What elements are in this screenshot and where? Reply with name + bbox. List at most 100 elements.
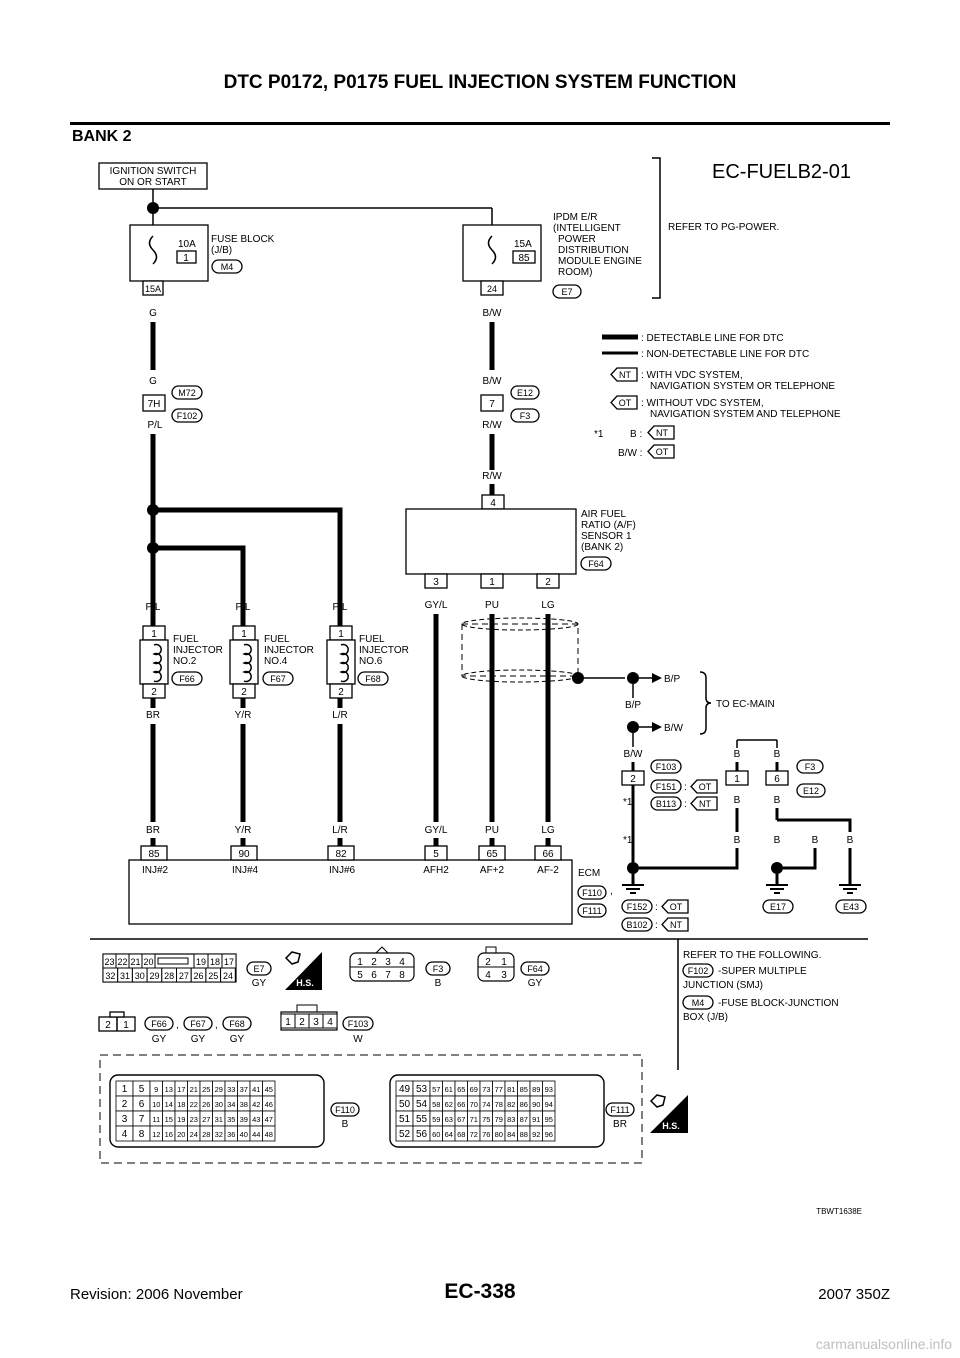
connector-pin: 83 — [507, 1115, 515, 1124]
connector-pin: 29 — [215, 1085, 223, 1094]
connector-pin: 6 — [139, 1099, 145, 1110]
af-label-2: SENSOR 1 — [581, 531, 632, 542]
inj4-name-2: NO.4 — [264, 656, 288, 667]
af-pin-top: 4 — [490, 498, 496, 509]
ecm-box — [128, 859, 573, 925]
connector-pin: 17 — [177, 1085, 185, 1094]
connector-pin: 37 — [240, 1085, 248, 1094]
ipdm-label-1: (INTELLIGENT — [553, 223, 621, 234]
connector-pin: 32 — [105, 971, 115, 981]
inj2-conn: F66 — [179, 674, 195, 684]
connector-pin: 11 — [152, 1115, 160, 1124]
gnd-star-2: *1 — [623, 835, 633, 846]
legend-nondetectable: : NON-DETECTABLE LINE FOR DTC — [641, 349, 809, 360]
footer-model: 2007 350Z — [818, 1286, 890, 1303]
connector-pin: 31 — [120, 971, 130, 981]
legend-star: *1 — [594, 429, 604, 440]
connector-pin: 27 — [179, 971, 189, 981]
connector-pin: 56 — [416, 1129, 428, 1140]
connector-pin: 1 — [122, 1084, 128, 1095]
connector-pin: 7 — [385, 970, 391, 981]
inj6-pin1: 1 — [338, 629, 344, 640]
connector-pin: 60 — [432, 1130, 440, 1139]
connector-pin: 69 — [470, 1085, 478, 1094]
connector-pin: 18 — [177, 1100, 185, 1109]
connector-pin: 61 — [445, 1085, 453, 1094]
connector-pin: 2 — [122, 1099, 128, 1110]
connector-pin: 80 — [495, 1130, 503, 1139]
inj6-pin2: 2 — [338, 687, 344, 698]
connector-pin: 31 — [215, 1115, 223, 1124]
connector-pin: 73 — [482, 1085, 490, 1094]
connector-pin: 84 — [507, 1130, 515, 1139]
ipdm-number: 85 — [518, 253, 530, 264]
gnd-colon-1: : — [684, 782, 687, 793]
f3-color: B — [435, 978, 442, 989]
joint2-conn-a: E12 — [517, 388, 533, 398]
joint2-bottom-color: R/W — [482, 420, 502, 431]
gnd-ot: OT — [699, 782, 712, 792]
inj2-name-1: INJECTOR — [173, 645, 223, 656]
connector-pin: 43 — [252, 1115, 260, 1124]
gnd-splice-left — [627, 862, 639, 874]
inj2-top-color: P/L — [145, 602, 160, 613]
connector-pin: 2 — [299, 1017, 305, 1028]
gnd-colon-3: : — [655, 902, 658, 913]
inj4-conn: F67 — [270, 674, 286, 684]
joint1-top-color: G — [149, 376, 157, 387]
gnd-f3: F3 — [805, 762, 816, 772]
gnd-b-mid: B — [812, 835, 819, 846]
connector-pin: 4 — [399, 957, 405, 968]
inj6-conn: F68 — [365, 674, 381, 684]
connector-pin: 74 — [482, 1100, 490, 1109]
page-title: DTC P0172, P0175 FUEL INJECTION SYSTEM F… — [223, 72, 737, 93]
connector-pin: 6 — [371, 970, 377, 981]
ec-main-bw: B/W — [664, 723, 683, 734]
af-wire-in: R/W — [482, 471, 502, 482]
connector-pin: 50 — [399, 1099, 411, 1110]
connector-pin: 1 — [501, 957, 507, 968]
connector-pin: 28 — [164, 971, 174, 981]
gnd-pin6: 6 — [774, 774, 780, 785]
connector-pin: 59 — [432, 1115, 440, 1124]
connector-pin: 2 — [371, 957, 377, 968]
ecm-name-2: INJ#6 — [329, 865, 356, 876]
connector-pin: 62 — [445, 1100, 453, 1109]
bp-label: B/P — [625, 700, 641, 711]
inj-comma-2: , — [215, 1020, 218, 1031]
connector-pin: 94 — [545, 1100, 553, 1109]
ipdm-wire-color: B/W — [483, 308, 502, 319]
connector-pin: 12 — [152, 1130, 160, 1139]
ecm-wire-3: GY/L — [425, 825, 448, 836]
fuse-number: 1 — [183, 253, 189, 264]
connector-pin: 26 — [202, 1100, 210, 1109]
joint1-pin: 7H — [148, 399, 161, 410]
refer-m4-1: -FUSE BLOCK-JUNCTION — [718, 998, 839, 1009]
hs-icon-2: H.S. — [649, 1094, 688, 1133]
connector-pin: 20 — [177, 1130, 185, 1139]
connector-pin: 96 — [545, 1130, 553, 1139]
connector-pin: 92 — [532, 1130, 540, 1139]
connector-pin: 58 — [432, 1100, 440, 1109]
gnd-e17: E17 — [770, 902, 786, 912]
connector-pin: 9 — [154, 1085, 158, 1094]
connector-pin: 21 — [190, 1085, 198, 1094]
connector-pin: 45 — [265, 1085, 273, 1094]
connector-pin: 22 — [117, 957, 127, 967]
ecm-wire-5: LG — [541, 825, 555, 836]
ecm-pin-90: 90 — [238, 849, 250, 860]
connector-pin: 70 — [470, 1100, 478, 1109]
legend-nt-tag: NT — [619, 370, 631, 380]
connector-pin: 5 — [357, 970, 363, 981]
f110-color: B — [342, 1119, 349, 1130]
connector-pin: 55 — [416, 1114, 428, 1125]
connector-pin: 87 — [520, 1115, 528, 1124]
af-pin-3: 3 — [433, 577, 439, 588]
ecm-name-1: INJ#4 — [232, 865, 259, 876]
connector-pin: 19 — [177, 1115, 185, 1124]
inj6-bottom-color: L/R — [332, 710, 348, 721]
gnd-e43: E43 — [843, 902, 859, 912]
gnd-splice-right — [771, 862, 783, 874]
ecm-conn-b: F111 — [582, 906, 601, 916]
af-conn: F64 — [588, 559, 604, 569]
